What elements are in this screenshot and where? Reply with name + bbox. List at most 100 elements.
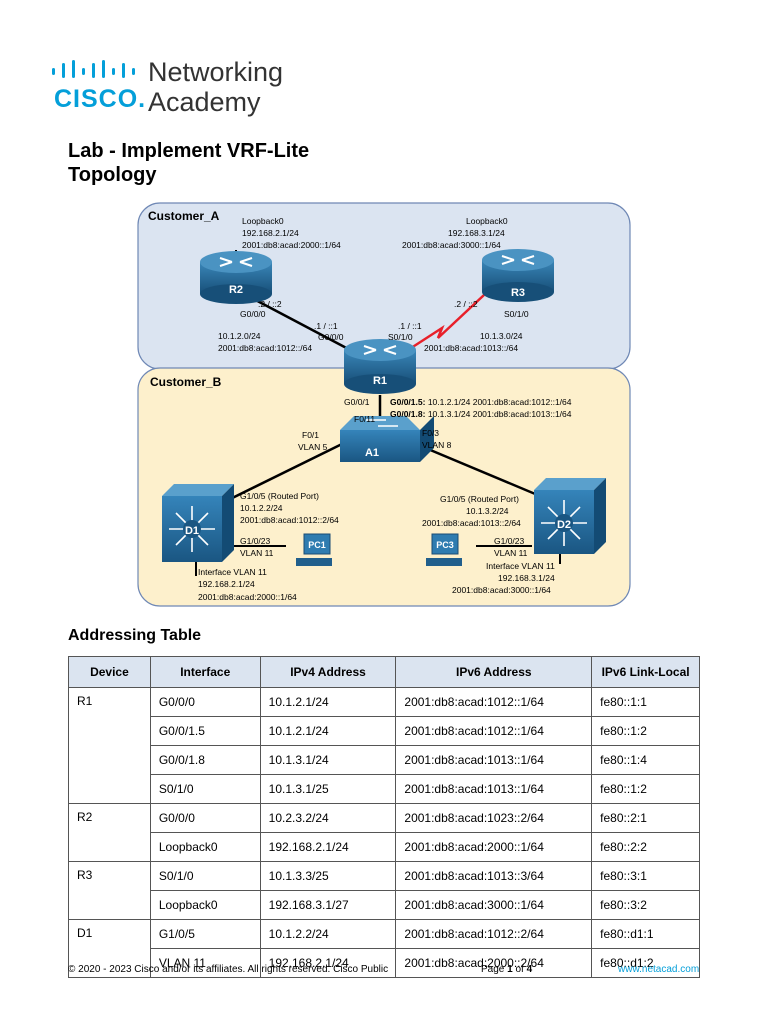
router-r1 — [344, 339, 416, 394]
cell-interface: G0/0/0 — [149, 687, 261, 717]
switch-a1-label: A1 — [365, 447, 379, 459]
document-title: Lab - Implement VRF-Lite — [68, 140, 310, 162]
r1-g001-interface: G0/0/1 — [344, 397, 370, 407]
switch-d1 — [162, 484, 234, 562]
d1-svi-label: Interface VLAN 11 — [198, 567, 267, 577]
cell-link-local: fe80::d1:1 — [591, 919, 700, 949]
cell-ipv4: 10.1.3.1/25 — [259, 774, 397, 804]
topology-heading: Topology — [68, 164, 157, 186]
brand-line-academy: Academy — [148, 87, 261, 117]
cell-link-local: fe80::1:2 — [591, 774, 700, 804]
d1-g105-ipv6: 2001:db8:acad:1012::2/64 — [240, 515, 339, 525]
cell-ipv4: 10.1.2.2/24 — [259, 919, 397, 949]
cell-interface: G0/0/1.8 — [149, 745, 261, 775]
cell-device: R3 — [68, 861, 151, 920]
network-12-ipv6: 2001:db8:acad:1012::/64 — [218, 343, 312, 353]
footer-url-link[interactable]: www.netacad.com — [618, 964, 700, 975]
cell-interface: G0/0/1.5 — [149, 716, 261, 746]
router-r3-label: R3 — [511, 287, 525, 299]
page-number: 1 — [507, 964, 513, 975]
r3-loopback-name: Loopback0 — [466, 216, 508, 226]
r2-loopback-ipv6: 2001:db8:acad:2000::1/64 — [242, 240, 341, 250]
col-ipv6: IPv6 Address — [395, 656, 593, 688]
page-total: 4 — [526, 964, 533, 975]
pc1-icon — [296, 533, 332, 566]
d2-g105-ipv4: 10.1.3.2/24 — [466, 506, 509, 516]
r1-s010-address: .1 / ::1 — [398, 321, 422, 331]
col-ipv4: IPv4 Address — [259, 656, 397, 688]
network-13-ipv4: 10.1.3.0/24 — [480, 331, 523, 341]
r2-loopback-name: Loopback0 — [242, 216, 284, 226]
r2-loopback-ipv4: 192.168.2.1/24 — [242, 228, 299, 238]
cell-interface: VLAN 11 — [149, 948, 261, 978]
router-r3 — [482, 249, 554, 302]
cell-ipv6: 2001:db8:acad:1023::2/64 — [395, 803, 593, 833]
cell-interface: S0/1/0 — [149, 774, 261, 804]
cell-ipv6: 2001:db8:acad:1013::1/64 — [395, 774, 593, 804]
cell-device: R2 — [68, 803, 151, 862]
col-interface: Interface — [149, 656, 261, 688]
switch-d2-label: D2 — [557, 519, 571, 531]
cell-ipv6: 2001:db8:acad:1013::1/64 — [395, 745, 593, 775]
cisco-bars-logo — [52, 60, 135, 78]
r3-loopback-ipv6: 2001:db8:acad:3000::1/64 — [402, 240, 501, 250]
cell-ipv6: 2001:db8:acad:3000::1/64 — [395, 890, 593, 920]
link-r2-r1 — [245, 293, 355, 354]
r1-g000-address: .1 / ::1 — [314, 321, 338, 331]
cell-link-local: fe80::3:1 — [591, 861, 700, 891]
subif-15-name: G0/0/1.5: — [390, 397, 426, 407]
cell-interface: G1/0/5 — [149, 919, 261, 949]
cell-link-local: fe80::1:1 — [591, 687, 700, 717]
brand-line-networking: Networking — [148, 57, 284, 87]
cell-interface: S0/1/0 — [149, 861, 261, 891]
d1-g105-ipv4: 10.1.2.2/24 — [240, 503, 283, 513]
cell-link-local: fe80::1:2 — [591, 716, 700, 746]
cell-device: R1 — [68, 687, 151, 804]
cell-interface: Loopback0 — [149, 890, 261, 920]
cell-link-local: fe80::d1:2 — [591, 948, 700, 978]
page-prefix: Page — [481, 964, 508, 975]
r3-interface: S0/1/0 — [504, 309, 529, 319]
cell-ipv4: 192.168.2.1/24 — [259, 832, 397, 862]
footer-copyright: © 2020 - 2023 Cisco and/or its affiliate… — [68, 964, 389, 975]
d2-svi-label: Interface VLAN 11 — [486, 561, 555, 571]
cell-ipv6: 2001:db8:acad:1013::3/64 — [395, 861, 593, 891]
subif-18-addresses: 10.1.3.1/24 2001:db8:acad:1013::1/64 — [428, 409, 572, 419]
pc3-label: PC3 — [436, 540, 454, 550]
col-link-local: IPv6 Link-Local — [591, 656, 700, 688]
d1-g123-vlan: VLAN 11 — [240, 548, 274, 558]
cell-ipv4: 10.1.3.1/24 — [259, 745, 397, 775]
r1-s010-interface: S0/1/0 — [388, 332, 413, 342]
cell-ipv6: 2001:db8:acad:1012::2/64 — [395, 919, 593, 949]
table-header-row: Device Interface IPv4 Address IPv6 Addre… — [68, 656, 700, 688]
d2-g123-vlan: VLAN 11 — [494, 548, 528, 558]
cell-ipv4: 10.1.2.1/24 — [259, 687, 397, 717]
cisco-wordmark: CISCO. — [54, 85, 147, 113]
cell-ipv4: 10.2.3.2/24 — [259, 803, 397, 833]
d2-svi-ipv4: 192.168.3.1/24 — [498, 573, 555, 583]
switch-d2 — [534, 478, 606, 554]
cell-ipv4: 10.1.3.3/25 — [259, 861, 397, 891]
router-r2 — [200, 251, 272, 304]
d2-g123-interface: G1/0/23 — [494, 536, 525, 546]
cell-ipv6: 2001:db8:acad:2000::1/64 — [395, 832, 593, 862]
pc3-icon — [426, 533, 462, 566]
cell-ipv6: 2001:db8:acad:1012::1/64 — [395, 687, 593, 717]
link-a1-d2 — [415, 442, 541, 498]
router-r1-label: R1 — [373, 375, 387, 387]
cell-interface: G0/0/0 — [149, 803, 261, 833]
subif-15-addresses: 10.1.2.1/24 2001:db8:acad:1012::1/64 — [428, 397, 572, 407]
addressing-table-heading: Addressing Table — [68, 627, 202, 644]
link-a1-d1 — [215, 442, 343, 508]
d2-svi-ipv6: 2001:db8:acad:3000::1/64 — [452, 585, 551, 595]
pc1-label: PC1 — [308, 540, 326, 550]
d1-g123-interface: G1/0/23 — [240, 536, 271, 546]
